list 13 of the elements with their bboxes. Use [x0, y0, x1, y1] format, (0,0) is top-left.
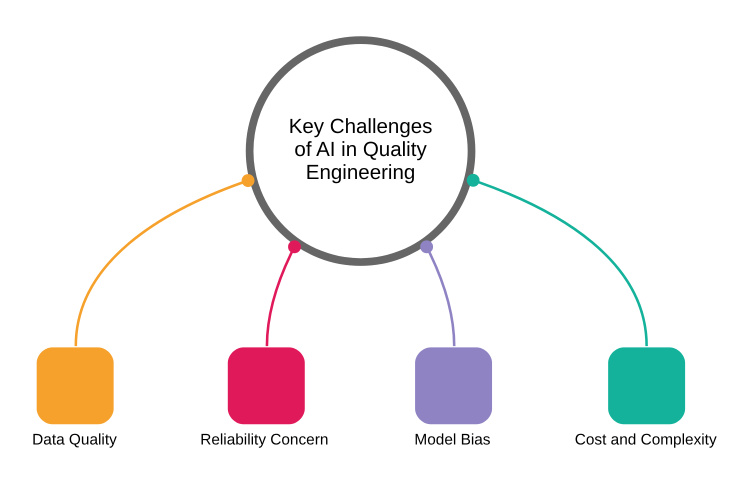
node-label: Cost and Complexity [574, 430, 717, 448]
node-label: Data Quality [32, 430, 117, 448]
node-box [608, 346, 686, 424]
connector [74, 174, 254, 346]
connector [266, 240, 301, 346]
node-label: Model Bias [414, 430, 491, 448]
connector [466, 173, 648, 346]
node-box [415, 346, 492, 424]
node-label: Reliability Concern [200, 430, 328, 448]
connector [420, 240, 456, 346]
node-box [228, 346, 305, 424]
node-box [36, 346, 114, 424]
node-circle: Key Challenges of AI in Quality Engineering [246, 36, 476, 266]
